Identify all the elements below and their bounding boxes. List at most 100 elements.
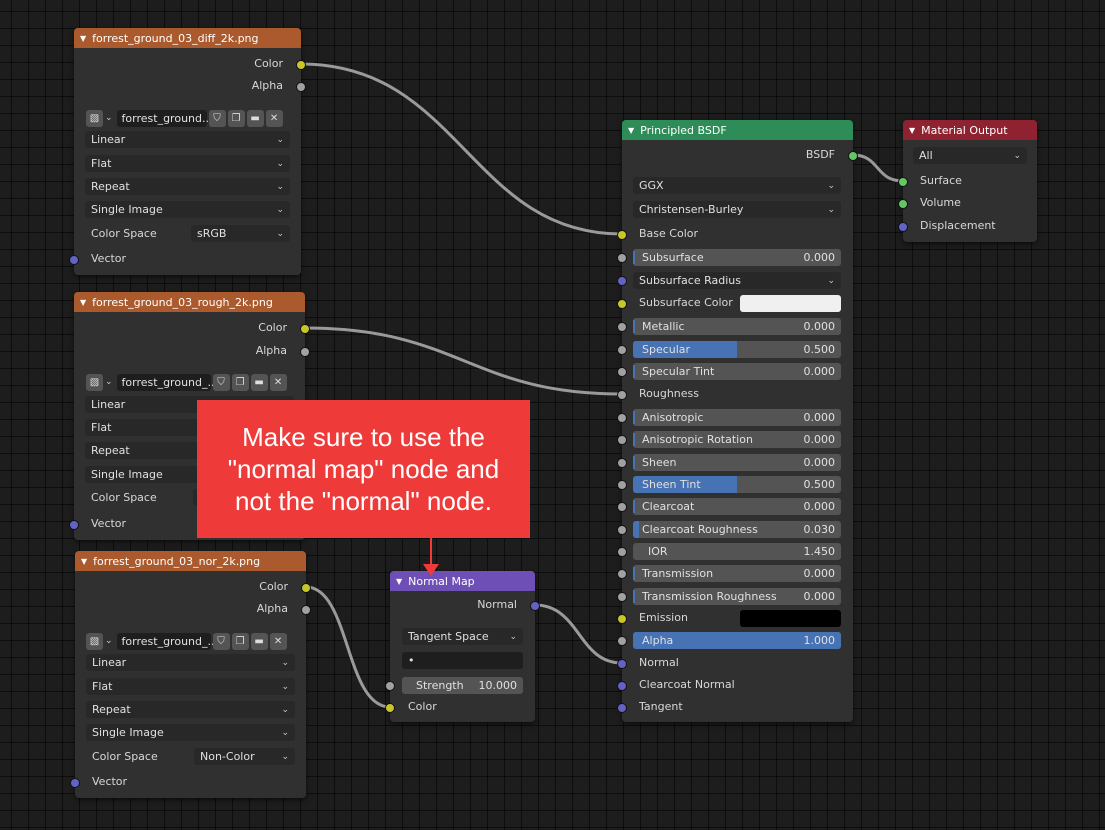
chevron-down-icon[interactable]: ⌄ [105,636,113,646]
subsurface-color-swatch[interactable] [740,295,841,312]
input-vector-socket[interactable] [69,520,79,530]
close-icon[interactable]: ✕ [265,109,283,127]
input-specular-socket[interactable] [617,345,627,355]
input-clearcoat-normal-socket[interactable] [617,681,627,691]
image-texture-node-nor[interactable]: ▼ forrest_ground_03_nor_2k.png Color Alp… [70,551,311,798]
input-color-socket[interactable] [385,703,395,713]
input-sheen-tint-socket[interactable] [617,480,627,490]
input-clearcoat-roughness-socket[interactable] [617,525,627,535]
color-space-dropdown[interactable]: Non-Color⌄ [194,748,295,765]
normal-map-node[interactable]: ▼ Normal Map Normal Tangent Space⌄ • Str… [385,571,540,722]
input-metallic-socket[interactable] [617,322,627,332]
node-header[interactable]: ▼ forrest_ground_03_nor_2k.png [75,551,306,571]
output-alpha-socket[interactable] [296,82,306,92]
chevron-down-icon[interactable]: ⌄ [105,377,113,387]
color-space-dropdown[interactable]: sRGB⌄ [191,225,290,242]
duplicate-icon[interactable]: ❐ [231,632,249,650]
fake-user-shield-icon[interactable]: ⛉ [212,373,230,391]
input-anisotropic-socket[interactable] [617,413,627,423]
extension-dropdown[interactable]: Repeat⌄ [86,701,295,718]
output-alpha-socket[interactable] [300,347,310,357]
fake-user-shield-icon[interactable]: ⛉ [212,632,230,650]
subsurface-radius-dropdown[interactable]: Subsurface Radius⌄ [633,272,841,289]
image-name-field[interactable]: forrest_ground_.. [116,632,214,650]
emission-color-swatch[interactable] [740,610,841,627]
image-name-field[interactable]: forrest_ground_.. [116,373,214,391]
distribution-dropdown[interactable]: GGX⌄ [633,177,841,194]
target-dropdown[interactable]: All⌄ [913,147,1027,164]
folder-icon[interactable]: ▬ [250,632,268,650]
input-base-color-socket[interactable] [617,230,627,240]
image-browse-icon[interactable]: ▧ [86,373,103,391]
collapse-triangle-icon[interactable]: ▼ [396,576,403,586]
input-ior-socket[interactable] [617,547,627,557]
output-normal-socket[interactable] [530,601,540,611]
input-vector-socket[interactable] [69,255,79,265]
folder-icon[interactable]: ▬ [250,373,268,391]
input-volume-socket[interactable] [898,199,908,209]
output-color-socket[interactable] [301,583,311,593]
chevron-down-icon[interactable]: ⌄ [105,113,113,123]
collapse-triangle-icon[interactable]: ▼ [909,125,916,135]
strength-field[interactable]: Strength 10.000 [402,677,523,694]
close-icon[interactable]: ✕ [269,632,287,650]
node-header[interactable]: ▼ Material Output [903,120,1037,140]
interpolation-dropdown[interactable]: Linear⌄ [85,131,290,148]
output-bsdf-socket[interactable] [848,151,858,161]
input-displacement-socket[interactable] [898,222,908,232]
material-output-node[interactable]: ▼ Material Output All⌄ Surface Volume Di… [898,120,1037,242]
node-header[interactable]: ▼ forrest_ground_03_rough_2k.png [74,292,305,312]
input-tangent-socket[interactable] [617,703,627,713]
input-sheen-socket[interactable] [617,458,627,468]
source-dropdown[interactable]: Single Image⌄ [86,724,295,741]
image-name-field[interactable]: forrest_ground.. [116,109,209,127]
node-header[interactable]: ▼ forrest_ground_03_diff_2k.png [74,28,301,48]
collapse-triangle-icon[interactable]: ▼ [80,33,87,43]
input-roughness-socket[interactable] [617,390,627,400]
fake-user-shield-icon[interactable]: ⛉ [208,109,226,127]
collapse-triangle-icon[interactable]: ▼ [628,125,635,135]
input-alpha-socket[interactable] [617,636,627,646]
duplicate-icon[interactable]: ❐ [227,109,245,127]
input-strength-socket[interactable] [385,681,395,691]
input-subsurface-color-socket[interactable] [617,299,627,309]
input-transmission-roughness-socket[interactable] [617,592,627,602]
input-emission-socket[interactable] [617,614,627,624]
input-normal-socket[interactable] [617,659,627,669]
projection-dropdown[interactable]: Flat⌄ [86,678,295,695]
space-dropdown[interactable]: Tangent Space⌄ [402,628,523,645]
folder-icon[interactable]: ▬ [246,109,264,127]
input-anisotropic-rotation-socket[interactable] [617,435,627,445]
subsurface-method-dropdown[interactable]: Christensen-Burley⌄ [633,201,841,218]
output-color-socket[interactable] [300,324,310,334]
node-header[interactable]: ▼ Normal Map [390,571,535,591]
input-transmission-socket[interactable] [617,569,627,579]
input-specular-tint-socket[interactable] [617,367,627,377]
input-clearcoat-socket[interactable] [617,502,627,512]
source-dropdown[interactable]: Single Image⌄ [85,201,290,218]
collapse-triangle-icon[interactable]: ▼ [81,556,88,566]
duplicate-icon[interactable]: ❐ [231,373,249,391]
input-vector-socket[interactable] [70,778,80,788]
input-subsurface-radius-socket[interactable] [617,276,627,286]
close-icon[interactable]: ✕ [269,373,287,391]
image-texture-node-diff[interactable]: ▼ forrest_ground_03_diff_2k.png Color Al… [69,28,306,275]
output-color-socket[interactable] [296,60,306,70]
image-browse-icon[interactable]: ▧ [86,632,103,650]
image-browse-icon[interactable]: ▧ [86,109,103,127]
extension-dropdown[interactable]: Repeat⌄ [85,178,290,195]
node-header[interactable]: ▼ Principled BSDF [622,120,853,140]
